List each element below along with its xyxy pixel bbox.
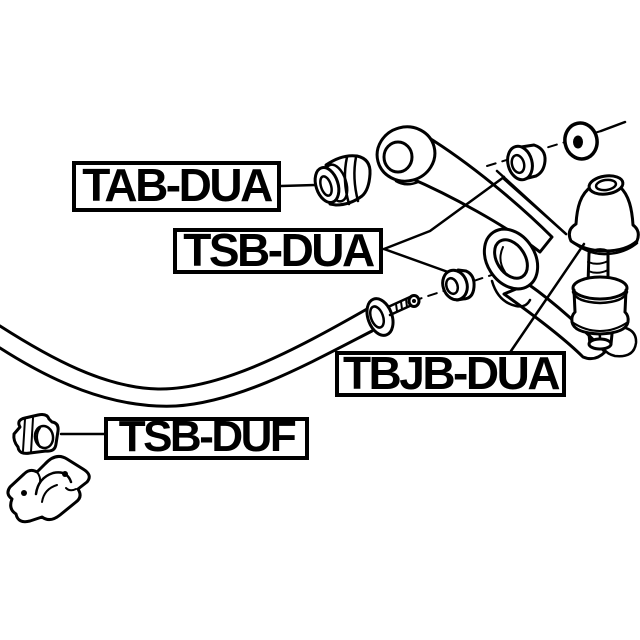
- label-text-tbjb-dua: TBJB-DUA: [342, 346, 561, 399]
- label-text-tsb-dua: TSB-DUA: [183, 223, 375, 276]
- stabilizer-bar-drawing: [0, 294, 421, 408]
- stabilizer-bracket-drawing: [6, 454, 91, 524]
- label-box-tsb-duf: TSB-DUF: [104, 412, 309, 461]
- pointer-wedge-line: [495, 169, 568, 236]
- tbjb-dua-leader-line: [509, 242, 586, 353]
- label-box-tab-dua: TAB-DUA: [72, 161, 281, 212]
- washer-drawing: [563, 121, 599, 161]
- tsb-dua-upper-leader-line: [382, 175, 506, 251]
- axis-end-tick-line: [599, 120, 627, 133]
- rear-arm-bushing-drawing: [506, 143, 547, 182]
- label-text-tsb-duf: TSB-DUF: [118, 412, 297, 461]
- ball-joint-drawing: [567, 174, 640, 351]
- front-arm-bushing-drawing: [313, 154, 372, 207]
- control-arm-drawing: [375, 125, 638, 361]
- label-text-tab-dua: TAB-DUA: [82, 159, 273, 211]
- leader-lines: [59, 175, 586, 436]
- stabilizer-bushing-drawing: [12, 413, 60, 455]
- label-box-tbjb-dua: TBJB-DUA: [335, 346, 566, 399]
- label-box-tsb-dua: TSB-DUA: [173, 223, 383, 276]
- tab-dua-leader-line: [279, 183, 317, 188]
- tsb-dua-lower-leader-line: [382, 247, 450, 274]
- stabilizer-link-bushing-drawing: [441, 268, 476, 302]
